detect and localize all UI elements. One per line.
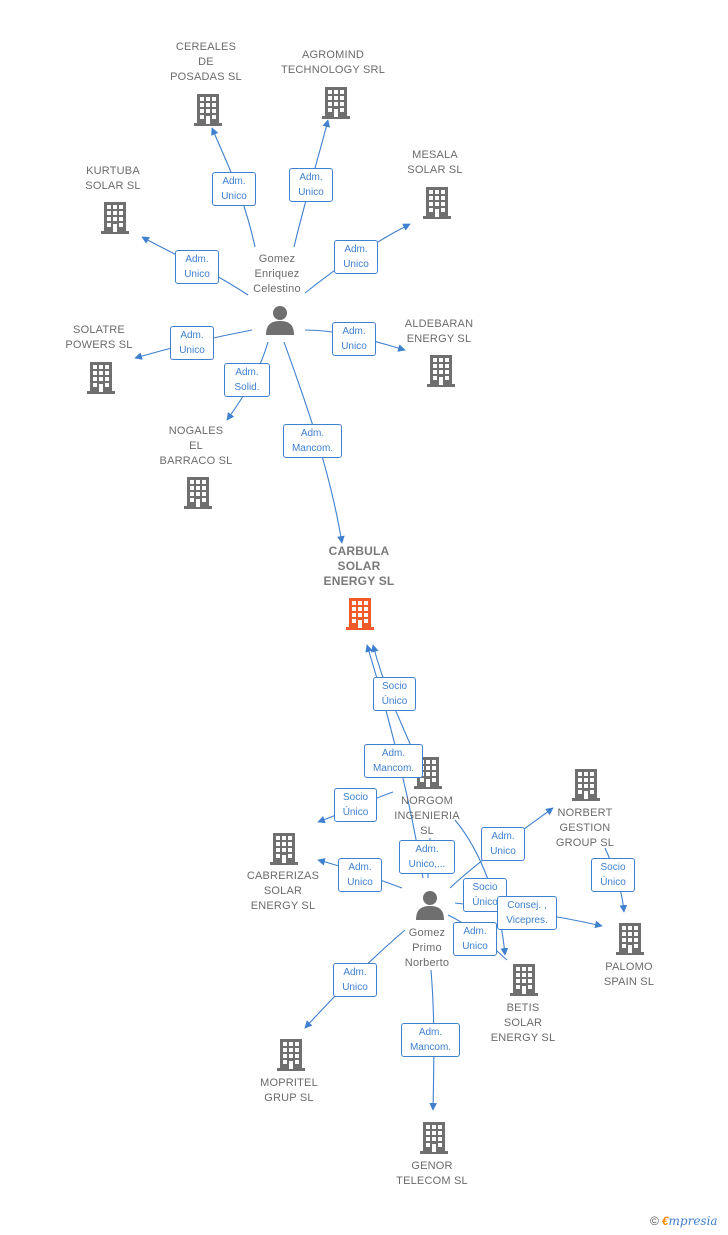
building-icon bbox=[322, 87, 350, 119]
building-icon bbox=[616, 923, 644, 955]
node-norbert[interactable]: NORBERT GESTION GROUP SL bbox=[555, 807, 615, 849]
copyright-symbol: © bbox=[650, 1214, 659, 1228]
edge-label-e5[interactable]: Adm. Unico bbox=[170, 326, 214, 360]
node-gomez-enriquez[interactable]: Gomez Enriquez Celestino bbox=[253, 253, 301, 295]
node-carbula[interactable]: CARBULA SOLAR ENERGY SL bbox=[323, 544, 395, 588]
node-mesala[interactable]: MESALA SOLAR SL bbox=[407, 149, 463, 176]
empresia-logo-text: mpresia bbox=[668, 1214, 718, 1228]
brand-footer[interactable]: ©€mpresia bbox=[650, 1214, 718, 1228]
building-icon bbox=[420, 1122, 448, 1154]
node-agromind[interactable]: AGROMIND TECHNOLOGY SRL bbox=[280, 49, 386, 76]
node-cereales[interactable]: CEREALES DE POSADAS SL bbox=[170, 41, 242, 83]
building-icon bbox=[427, 355, 455, 387]
person-icon bbox=[416, 891, 444, 920]
node-norgom[interactable]: NORGOM INGENIERIA SL bbox=[394, 795, 460, 837]
node-nogales[interactable]: NOGALES EL BARRACO SL bbox=[159, 425, 233, 467]
edge-label-e3[interactable]: Adm. Unico bbox=[175, 250, 219, 284]
edge-label-e17[interactable]: Consej. , Vicepres. bbox=[497, 896, 557, 930]
edge-label-e20[interactable]: Adm. Mancom. bbox=[401, 1023, 460, 1057]
node-genor[interactable]: GENOR TELECOM SL bbox=[396, 1160, 468, 1187]
building-icon bbox=[194, 94, 222, 126]
node-betis[interactable]: BETIS SOLAR ENERGY SL bbox=[490, 1002, 556, 1044]
edge-label-e2[interactable]: Adm. Unico bbox=[289, 168, 333, 202]
edge-label-e15[interactable]: Socio Único bbox=[591, 858, 635, 892]
building-icon bbox=[277, 1039, 305, 1071]
node-kurtuba[interactable]: KURTUBA SOLAR SL bbox=[85, 165, 141, 192]
edge-label-e4[interactable]: Adm. Unico bbox=[334, 240, 378, 274]
edge-label-e13[interactable]: Adm. Unico,... bbox=[399, 840, 455, 874]
edge-label-e1[interactable]: Adm. Unico bbox=[212, 172, 256, 206]
edge-label-e18[interactable]: Adm. Unico bbox=[453, 922, 497, 956]
node-gomez-primo[interactable]: Gomez Primo Norberto bbox=[404, 927, 450, 969]
node-palomo[interactable]: PALOMO SPAIN SL bbox=[603, 961, 655, 988]
edge-label-e14[interactable]: Adm. Unico bbox=[481, 827, 525, 861]
building-icon bbox=[510, 964, 538, 996]
edge-label-e6[interactable]: Adm. Unico bbox=[332, 322, 376, 356]
edge-label-e10[interactable]: Adm. Mancom. bbox=[364, 744, 423, 778]
focus-building-icon bbox=[346, 598, 374, 630]
person-icon bbox=[266, 306, 294, 335]
node-solatre[interactable]: SOLATRE POWERS SL bbox=[65, 324, 133, 351]
edge-label-e19[interactable]: Adm. Unico bbox=[333, 963, 377, 997]
edge-label-e9[interactable]: Socio Único bbox=[373, 677, 416, 711]
edge-label-e8[interactable]: Adm. Mancom. bbox=[283, 424, 342, 458]
node-aldebaran[interactable]: ALDEBARAN ENERGY SL bbox=[404, 318, 474, 345]
edge-label-e12[interactable]: Adm. Unico bbox=[338, 858, 382, 892]
node-cabrerizas[interactable]: CABRERIZAS SOLAR ENERGY SL bbox=[246, 870, 320, 912]
edge-label-e11[interactable]: Socio Único bbox=[334, 788, 377, 822]
building-icon bbox=[270, 833, 298, 865]
empresia-logo-e: € bbox=[661, 1214, 669, 1228]
edge-label-e7[interactable]: Adm. Solid. bbox=[224, 363, 270, 397]
building-icon bbox=[184, 477, 212, 509]
building-icon bbox=[101, 202, 129, 234]
edge-label-e16[interactable]: Socio Único bbox=[463, 878, 507, 912]
building-icon bbox=[87, 362, 115, 394]
building-icon bbox=[572, 769, 600, 801]
building-icon bbox=[423, 187, 451, 219]
node-mopritel[interactable]: MOPRITEL GRUP SL bbox=[260, 1077, 318, 1104]
